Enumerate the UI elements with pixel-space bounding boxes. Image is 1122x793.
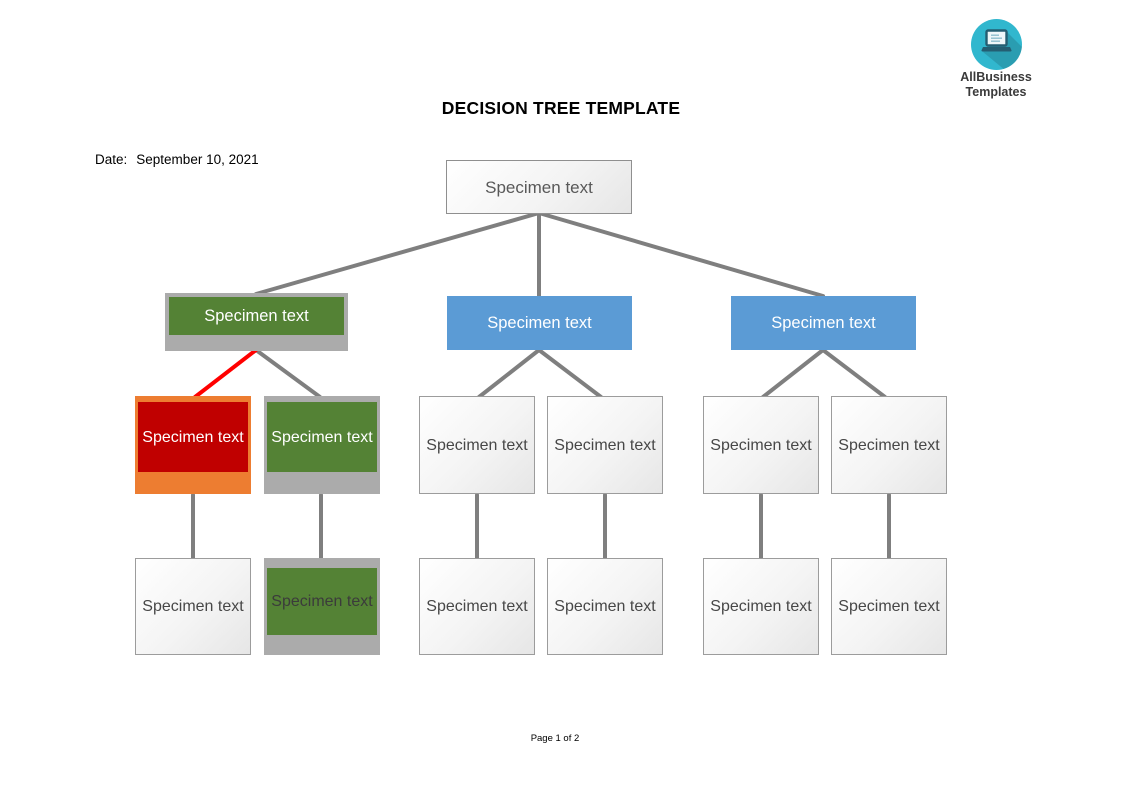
tree-node-label: Specimen text bbox=[838, 598, 940, 615]
tree-node-label: Specimen text bbox=[485, 177, 593, 197]
tree-node-label: Specimen text bbox=[271, 428, 373, 446]
tree-node-inner: Specimen text bbox=[169, 297, 344, 335]
tree-node-label: Specimen text bbox=[426, 598, 528, 615]
tree-node-l4-2[interactable]: Specimen text bbox=[264, 558, 380, 655]
tree-node-l4-4[interactable]: Specimen text bbox=[547, 558, 663, 655]
tree-node-label: Specimen text bbox=[710, 598, 812, 615]
tree-node-l2-3[interactable]: Specimen text bbox=[731, 296, 916, 350]
logo-text-line1: AllBusiness bbox=[960, 70, 1032, 84]
tree-node-l3-6[interactable]: Specimen text bbox=[831, 396, 947, 494]
tree-node-l3-1[interactable]: Specimen text bbox=[135, 396, 251, 494]
tree-node-inner: Specimen text bbox=[267, 402, 377, 472]
laptop-icon bbox=[944, 19, 1048, 70]
tree-node-label: Specimen text bbox=[554, 436, 656, 454]
tree-node-label: Specimen text bbox=[142, 598, 244, 615]
tree-node-label: Specimen text bbox=[838, 436, 940, 454]
tree-node-inner: Specimen text bbox=[138, 402, 248, 472]
tree-node-l4-6[interactable]: Specimen text bbox=[831, 558, 947, 655]
tree-node-l2-1[interactable]: Specimen text bbox=[165, 293, 348, 351]
tree-node-inner: Specimen text bbox=[267, 568, 377, 635]
tree-node-l2-2[interactable]: Specimen text bbox=[447, 296, 632, 350]
date-label: Date: bbox=[95, 152, 128, 167]
red-branch-line bbox=[193, 348, 258, 399]
logo-text-line2: Templates bbox=[965, 84, 1027, 99]
tree-node-l4-5[interactable]: Specimen text bbox=[703, 558, 819, 655]
tree-node-label: Specimen text bbox=[426, 436, 528, 454]
tree-node-l3-2[interactable]: Specimen text bbox=[264, 396, 380, 494]
tree-node-label: Specimen text bbox=[554, 598, 656, 615]
tree-node-l3-3[interactable]: Specimen text bbox=[419, 396, 535, 494]
tree-node-l3-4[interactable]: Specimen text bbox=[547, 396, 663, 494]
tree-node-label: Specimen text bbox=[142, 428, 244, 446]
tree-node-label: Specimen text bbox=[271, 593, 373, 610]
date-value: September 10, 2021 bbox=[136, 152, 259, 167]
tree-node-label: Specimen text bbox=[771, 313, 876, 332]
tree-node-l4-1[interactable]: Specimen text bbox=[135, 558, 251, 655]
tree-node-l3-5[interactable]: Specimen text bbox=[703, 396, 819, 494]
page-title: DECISION TREE TEMPLATE bbox=[441, 98, 681, 118]
tree-node-label: Specimen text bbox=[487, 313, 592, 332]
tree-node-label: Specimen text bbox=[204, 306, 309, 325]
tree-node-root[interactable]: Specimen text bbox=[446, 160, 632, 214]
allbusiness-templates-logo: AllBusiness Templates bbox=[944, 19, 1048, 99]
tree-node-l4-3[interactable]: Specimen text bbox=[419, 558, 535, 655]
tree-node-label: Specimen text bbox=[710, 436, 812, 454]
page-number: Page 1 of 2 bbox=[530, 733, 580, 744]
date-line: Date: September 10, 2021 bbox=[95, 152, 259, 167]
